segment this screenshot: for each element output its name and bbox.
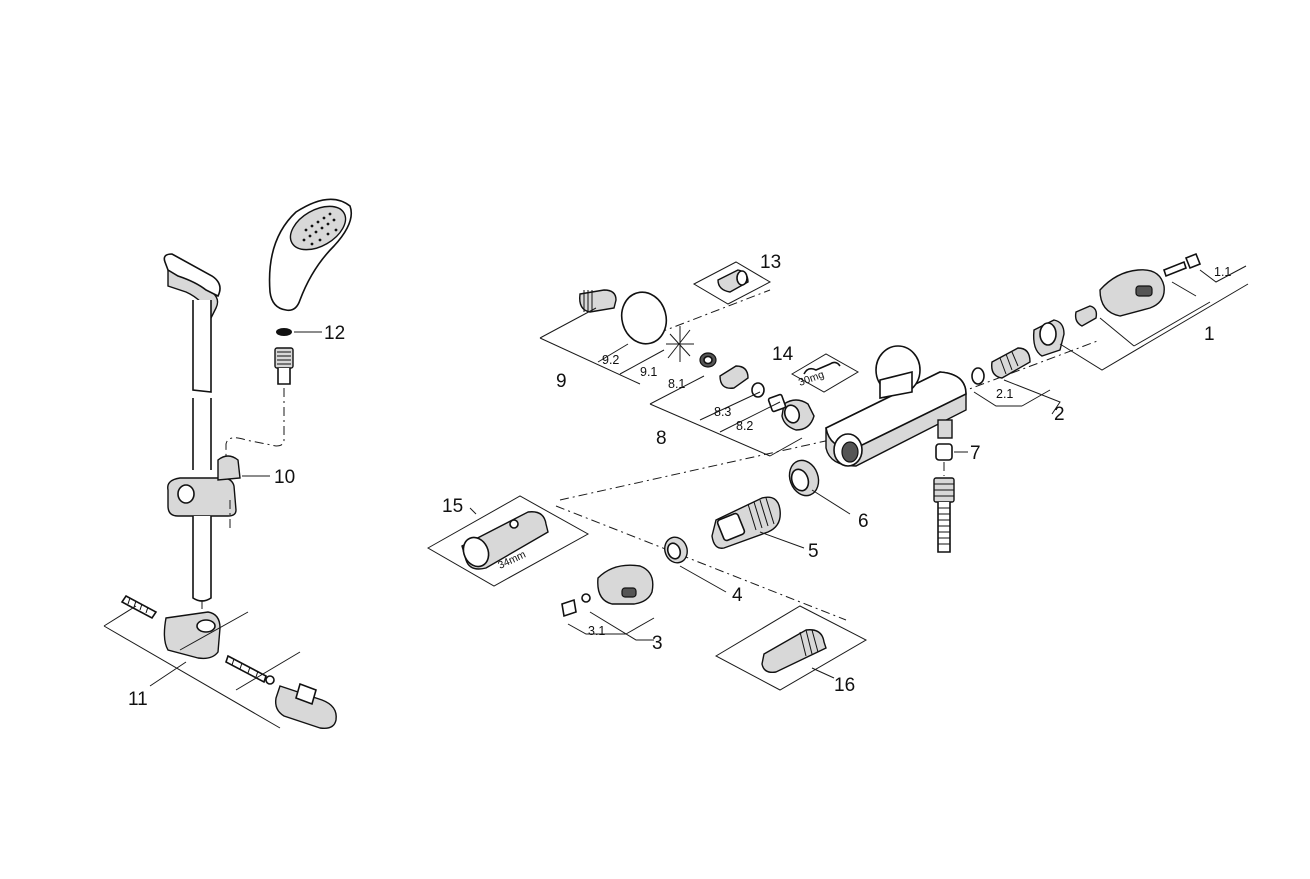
callout-4: 4 bbox=[732, 585, 743, 606]
rail-bottom-bracket bbox=[163, 611, 221, 660]
callout-14: 14 bbox=[772, 344, 794, 365]
seal-ring bbox=[276, 328, 292, 336]
callout-9-2: 9.2 bbox=[602, 353, 619, 367]
callout-2-1: 2.1 bbox=[996, 387, 1013, 401]
callout-12: 12 bbox=[324, 323, 345, 344]
callout-3: 3 bbox=[652, 633, 663, 654]
part-9-2-escutcheon bbox=[620, 291, 668, 345]
part-15-frame bbox=[426, 495, 590, 587]
part-3-1-cap bbox=[561, 598, 577, 618]
callout-8: 8 bbox=[656, 428, 667, 449]
callout-11: 11 bbox=[128, 689, 148, 710]
callout-2: 2 bbox=[1054, 404, 1065, 425]
part-8-check-valve bbox=[719, 365, 749, 389]
callout-6: 6 bbox=[858, 511, 869, 532]
callout-8-1: 8.1 bbox=[668, 377, 685, 391]
rail-top-cap-face bbox=[163, 253, 221, 298]
rail-lower bbox=[192, 516, 212, 602]
shower-rail-set: 10 12 11 bbox=[103, 198, 353, 730]
part-9-1-spider bbox=[666, 326, 694, 362]
callout-8-3: 8.3 bbox=[714, 405, 731, 419]
part-13-frame bbox=[692, 261, 772, 305]
part-9-bracket bbox=[539, 307, 665, 385]
callout-10: 10 bbox=[274, 467, 295, 488]
rail-upper bbox=[192, 300, 212, 393]
part-16-frame bbox=[714, 605, 868, 691]
part-1-handle bbox=[1099, 269, 1165, 317]
part-1-spindle bbox=[1074, 305, 1098, 327]
wall-dowel-upper bbox=[120, 594, 158, 620]
bracket-socket bbox=[196, 619, 216, 633]
part-2-1-oring bbox=[971, 367, 985, 385]
rail-bottom-cap bbox=[274, 685, 337, 730]
bottom-outlet bbox=[937, 419, 953, 439]
wall-screw-lower bbox=[225, 654, 267, 684]
callout-8-2: 8.2 bbox=[736, 419, 753, 433]
part-14-grease bbox=[803, 361, 841, 375]
rail-middle bbox=[192, 398, 212, 470]
slider-knob bbox=[177, 484, 195, 504]
callout-11-bracket bbox=[103, 605, 301, 729]
part-16-cartridge bbox=[761, 629, 827, 674]
thermostat-assembly: 7 6 5 4 3.1 3 34mm bbox=[426, 252, 1249, 696]
callout-9: 9 bbox=[556, 371, 567, 392]
callout-5: 5 bbox=[808, 541, 819, 562]
callout-15: 15 bbox=[442, 496, 463, 517]
callout-3-1: 3.1 bbox=[588, 624, 605, 638]
hose-segment bbox=[277, 368, 291, 385]
part-3-handle bbox=[597, 564, 654, 605]
part-7-nut bbox=[935, 443, 953, 461]
callout-1: 1 bbox=[1204, 324, 1215, 345]
part-9-nipple bbox=[579, 289, 617, 313]
callout-13: 13 bbox=[760, 252, 781, 273]
spray-nozzles bbox=[302, 212, 338, 246]
callout-1-1: 1.1 bbox=[1214, 265, 1231, 279]
mixer-body-top bbox=[825, 371, 967, 449]
callout-16: 16 bbox=[834, 675, 855, 696]
part-1-bracket bbox=[1059, 265, 1249, 371]
callout-9-1: 9.1 bbox=[640, 365, 657, 379]
part-3-screw bbox=[581, 593, 591, 603]
slider-holder bbox=[217, 455, 241, 481]
part-8-3-ring bbox=[751, 382, 765, 398]
part-2-bracket bbox=[973, 379, 1061, 415]
part-14-frame bbox=[790, 353, 860, 393]
hose-nut bbox=[274, 347, 294, 369]
part-1-1-screw bbox=[1163, 260, 1187, 278]
part-2-valve bbox=[991, 347, 1031, 379]
callout-7: 7 bbox=[970, 443, 981, 464]
part-8-bracket bbox=[649, 375, 803, 457]
grease-amount-label: 30mg bbox=[797, 369, 826, 389]
hose-path bbox=[225, 388, 285, 458]
